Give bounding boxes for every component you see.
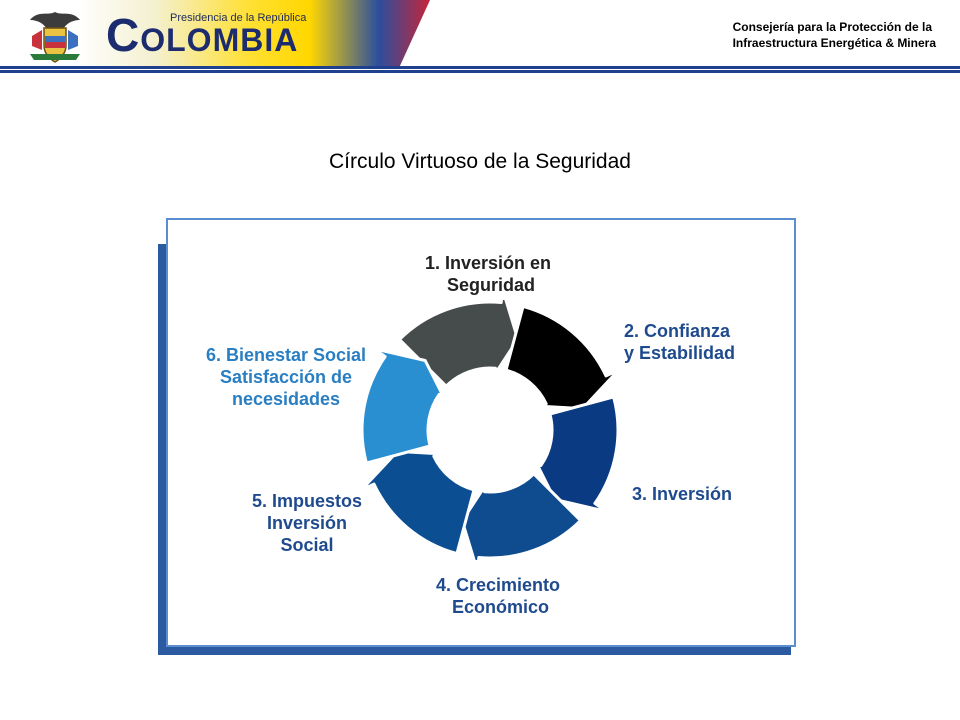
cycle-label-6-line-1: 6. Bienestar Social [205,345,367,365]
presidency-caption: Presidencia de la República [170,12,307,24]
cycle-label-1: 1. Inversión en Seguridad [425,252,551,296]
cycle-label-2-line-2: y Estabilidad [624,343,736,363]
cycle-arrow-2 [504,304,621,411]
colombia-wordmark: COLOMBIA [106,12,298,58]
diagram-frame [166,218,796,647]
organization-line-1: Consejería para la Protección de la [732,20,933,34]
virtuous-cycle-diagram [359,300,621,560]
cycle-label-1-line-1: 1. Inversión en [425,253,552,273]
organization-line-2: Infraestructura Energética & Minera [732,36,936,50]
cycle-label-2: 2. Confianza y Estabilidad [624,320,735,364]
cycle-label-6-line-3: necesidades [231,389,341,409]
cycle-label-4: 4. Crecimiento Económico [436,574,606,618]
cycle-arrow-3 [534,395,620,513]
cycle-label-3-line-1: 3. Inversión [632,484,733,504]
cycle-label-5-line-2: Inversión [266,513,348,533]
cycle-arrow-6 [360,347,446,465]
cycle-label-4-line-2: Económico [452,597,550,617]
wordmark-initial: C [106,9,141,61]
cycle-arrow-4 [460,472,582,560]
page-title: Círculo Virtuoso de la Seguridad [329,150,631,173]
cycle-label-5-line-3: Social [280,535,334,555]
header-rule-bottom [0,70,960,73]
cycle-label-2-line-1: 2. Confianza [624,321,731,341]
cycle-label-6: 6. Bienestar Social Satisfacción de nece… [202,344,370,410]
cycle-label-5: 5. Impuestos Inversión Social [242,490,372,556]
cycle-label-6-line-2: Satisfacción de [219,367,353,387]
cycle-label-1-line-2: Seguridad [447,275,536,295]
header-rule-top [0,66,960,69]
coat-of-arms-icon [30,12,80,63]
organization-name: Consejería para la Protección de la Infr… [733,19,936,51]
cycle-label-4-line-1: 4. Crecimiento [436,575,561,595]
cycle-label-3: 3. Inversión [632,483,732,505]
wordmark-rest: OLOMBIA [140,22,299,58]
cycle-arrow-5 [359,449,476,556]
cycle-arrow-1 [398,300,520,388]
cycle-label-5-line-1: 5. Impuestos [251,491,363,511]
header: Presidencia de la República COLOMBIA Con… [0,0,960,74]
